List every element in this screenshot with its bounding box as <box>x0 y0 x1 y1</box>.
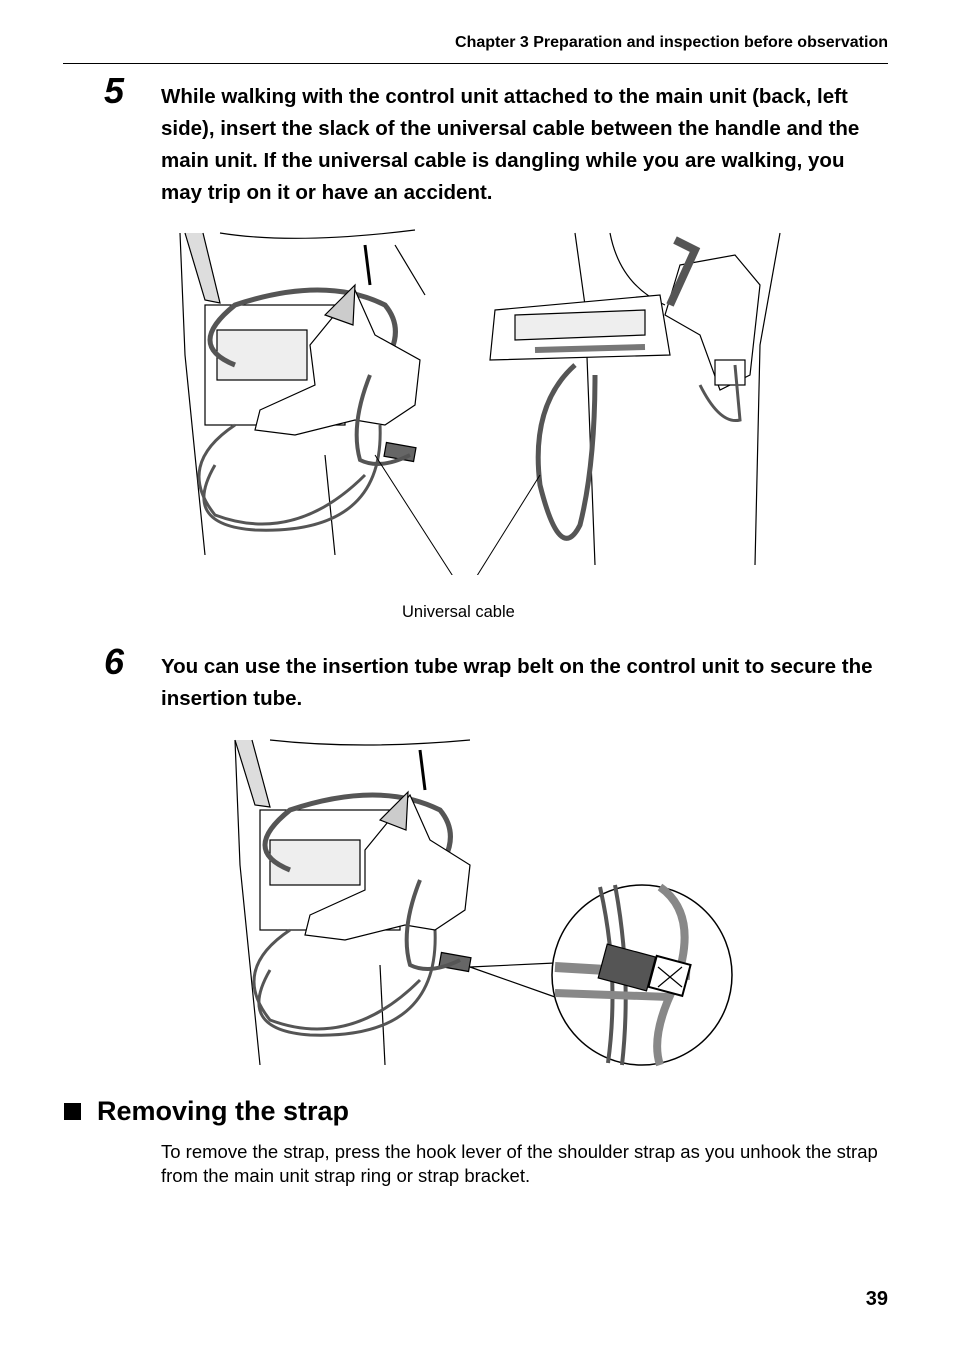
step-number-5: 5 <box>104 70 125 111</box>
black-square-bullet-icon <box>64 1103 81 1120</box>
section-title: Removing the strap <box>97 1096 350 1126</box>
header-rule <box>63 63 888 64</box>
figure-caption-universal-cable: Universal cable <box>402 603 515 621</box>
step-text-5: While walking with the control unit atta… <box>161 85 860 204</box>
figure-universal-cable <box>179 229 781 575</box>
step-text-6: You can use the insertion tube wrap belt… <box>161 655 873 710</box>
section-body-text: To remove the strap, press the hook leve… <box>161 1141 878 1186</box>
page-number: 39 <box>865 1288 888 1310</box>
step-number-6: 6 <box>104 641 125 682</box>
figure-wrap-belt <box>234 739 733 1067</box>
chapter-header: Chapter 3 Preparation and inspection bef… <box>455 34 888 51</box>
section-heading-removing-strap: Removing the strap <box>64 1096 349 1127</box>
